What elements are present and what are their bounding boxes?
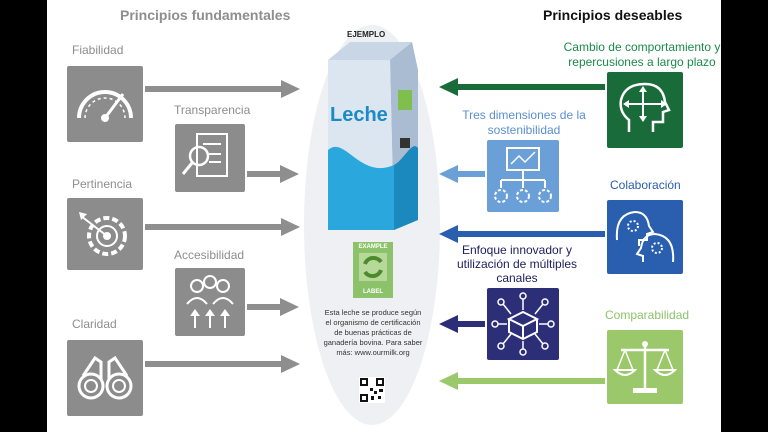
label-fiabilidad: Fiabilidad: [72, 43, 124, 57]
infographic: Principios fundamentales Principios dese…: [47, 0, 721, 432]
center-description: Esta leche se produce según el organismo…: [323, 308, 423, 357]
label-cambio-comportamiento: Cambio de comportamiento y repercusiones…: [563, 40, 721, 69]
arrow-tres-dimensiones: [439, 165, 485, 183]
arrow-colaboracion: [439, 225, 605, 243]
carton-text: Leche: [330, 104, 388, 126]
label-tres-dimensiones: Tres dimensiones de la sostenibilidad: [462, 108, 586, 137]
flowchart-icon: [487, 140, 559, 212]
binoculars-icon: [67, 340, 143, 416]
label-enfoque-innovador: Enfoque innovador y utilización de múlti…: [456, 243, 578, 285]
example-label-badge: EXAMPLE LABEL: [353, 242, 393, 298]
arrow-pertinencia: [145, 218, 300, 236]
arrow-transparencia: [247, 165, 299, 183]
arrow-claridad: [145, 355, 300, 373]
right-header: Principios deseables: [543, 7, 683, 23]
label-colaboracion: Colaboración: [610, 178, 681, 192]
label-transparencia: Transparencia: [174, 103, 251, 117]
people-icon: [175, 268, 245, 336]
label-accesibilidad: Accesibilidad: [174, 248, 245, 262]
label-claridad: Claridad: [72, 317, 117, 331]
network-box-icon: [487, 288, 559, 360]
arrow-enfoque-innovador: [439, 315, 485, 333]
milk-carton-icon: [328, 42, 418, 230]
label-pertinencia: Pertinencia: [72, 177, 133, 191]
recycle-icon: [359, 253, 387, 281]
label-comparabilidad: Comparabilidad: [605, 308, 690, 322]
gauge-icon: [67, 66, 143, 142]
document-magnifier-icon: [175, 124, 245, 192]
target-gear-icon: [67, 198, 143, 270]
head-arrows-icon: [607, 72, 683, 148]
badge-top-text: EXAMPLE: [358, 244, 388, 250]
left-header: Principios fundamentales: [120, 7, 291, 23]
qr-code-icon: [359, 377, 385, 403]
badge-bottom-text: LABEL: [363, 289, 383, 295]
example-label: EJEMPLO: [347, 30, 386, 39]
arrow-cambio-comportamiento: [439, 78, 605, 96]
heads-gears-icon: [607, 200, 683, 274]
arrow-accesibilidad: [247, 298, 299, 316]
arrow-comparabilidad: [439, 372, 605, 390]
scale-icon: [607, 330, 683, 404]
arrow-fiabilidad: [145, 80, 300, 98]
